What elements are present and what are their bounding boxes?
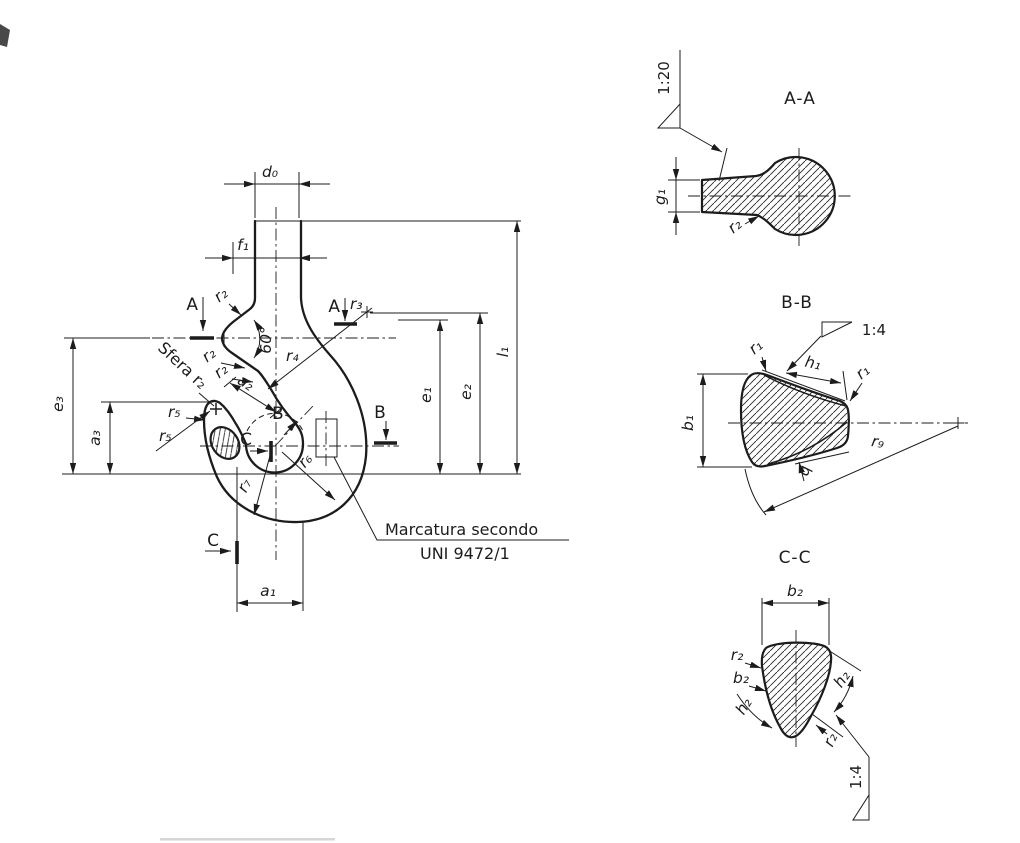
dim-r4: r₄ bbox=[267, 307, 373, 390]
dim-q: q bbox=[794, 451, 850, 482]
section-bb-title: B-B bbox=[781, 293, 813, 313]
cut-marker-c-upper: C bbox=[240, 430, 273, 462]
section-bb-top-inner-edge bbox=[763, 374, 847, 407]
dim-label-q: q bbox=[794, 463, 814, 477]
hook-outline bbox=[202, 219, 368, 524]
dim-label-r9: r₉ bbox=[870, 432, 886, 452]
marking-note-line1: Marcatura secondo bbox=[385, 520, 538, 539]
tip-center-mark bbox=[210, 403, 222, 415]
svg-text:r₆: r₆ bbox=[294, 450, 316, 471]
section-bb-bottom-inner-edge bbox=[767, 421, 848, 465]
dim-label-r3: r₃ bbox=[350, 295, 363, 313]
dim-r2-top: r₂ bbox=[210, 284, 242, 316]
main-view: d₀ f₁ l₁ e₂ e₁ e₃ bbox=[49, 163, 569, 612]
cut-marker-c-lower: C bbox=[205, 467, 239, 612]
cut-label-b-right: B bbox=[374, 403, 386, 423]
dim-label-a2: a₂ bbox=[234, 371, 257, 395]
r9-center-mark bbox=[952, 417, 964, 429]
svg-text:r₁: r₁ bbox=[852, 361, 873, 383]
dim-label-h1: h₁ bbox=[803, 353, 822, 374]
taper-symbol-14-bb: 1:4 bbox=[786, 321, 886, 372]
dim-d0: d₀ bbox=[224, 163, 330, 218]
scan-artifact-corner bbox=[0, 24, 10, 47]
svg-text:r₂: r₂ bbox=[724, 215, 745, 237]
dim-label-e2: e₂ bbox=[457, 384, 475, 400]
dim-label-a3: a₃ bbox=[86, 430, 104, 446]
scan-artifact-bottom bbox=[160, 838, 335, 841]
dim-f1: f₁ bbox=[205, 236, 327, 274]
dim-r2-cc-topleft: r₂ bbox=[731, 646, 762, 669]
section-cc: C-C b₂ r₂ b₂ h₂ h₂ r₂ bbox=[731, 548, 870, 821]
section-cc-title: C-C bbox=[779, 548, 812, 568]
dim-r1-right: r₁ bbox=[849, 361, 873, 402]
cut-label-b-center: B bbox=[272, 404, 284, 424]
dim-h2-left: h₂ bbox=[732, 693, 773, 729]
svg-text:r₂: r₂ bbox=[731, 646, 744, 664]
dim-r1-left: r₁ bbox=[745, 336, 767, 372]
section-cc-shape bbox=[760, 641, 833, 739]
taper-symbol-120: 1:20 bbox=[655, 50, 728, 182]
dim-r5-lower: r₅ bbox=[155, 410, 211, 452]
dim-e2: e₂ bbox=[370, 312, 488, 474]
svg-text:h₂: h₂ bbox=[732, 695, 756, 718]
dim-e3: e₃ bbox=[49, 337, 150, 474]
svg-text:r₅: r₅ bbox=[168, 403, 181, 421]
dim-label-b2-top: b₂ bbox=[787, 582, 803, 600]
svg-text:r₂: r₂ bbox=[210, 284, 231, 306]
sfera-label: Sfera r₂ bbox=[154, 338, 211, 393]
dim-a1: a₁ bbox=[237, 522, 304, 611]
dim-label-g1: g₁ bbox=[651, 189, 669, 205]
dim-label-f1: f₁ bbox=[237, 236, 249, 254]
section-aa-centerlines bbox=[688, 148, 853, 246]
cut-label-a-right: A bbox=[328, 297, 340, 317]
dim-b2-left: b₂ bbox=[733, 669, 767, 692]
dim-label-a1: a₁ bbox=[260, 582, 276, 600]
cut-label-a-left: A bbox=[186, 295, 198, 315]
taper-label-120: 1:20 bbox=[655, 61, 673, 95]
section-bb-shape bbox=[739, 372, 850, 468]
dim-label-l1: l₁ bbox=[494, 347, 512, 358]
cut-marker-b-right: B bbox=[374, 403, 397, 445]
dim-a3: a₃ bbox=[86, 401, 213, 474]
dim-h1: h₁ bbox=[785, 353, 848, 401]
taper-label-14-cc: 1:4 bbox=[847, 765, 865, 789]
taper-label-14-bb: 1:4 bbox=[862, 321, 886, 339]
marking-box bbox=[315, 418, 338, 458]
svg-text:h₂: h₂ bbox=[830, 667, 854, 690]
dim-r2-aa: r₂ bbox=[724, 215, 760, 237]
taper-symbol-14-cc: 1:4 bbox=[835, 714, 870, 821]
section-bb-taper-line bbox=[761, 369, 846, 402]
dim-label-b1: b₁ bbox=[679, 415, 697, 431]
section-aa-title: A-A bbox=[784, 89, 816, 109]
cut-label-c-upper: C bbox=[240, 430, 252, 450]
dim-label-e3: e₃ bbox=[49, 396, 67, 412]
tip-section-hatched bbox=[209, 426, 241, 460]
svg-text:r₅: r₅ bbox=[159, 427, 172, 445]
cut-label-c-lower: C bbox=[207, 531, 219, 551]
dim-label-d0: d₀ bbox=[262, 163, 278, 181]
cut-marker-a-left: A bbox=[186, 295, 214, 340]
dim-label-r4: r₄ bbox=[286, 347, 299, 365]
dim-e1: e₁ bbox=[398, 319, 448, 474]
dim-l1: l₁ bbox=[494, 221, 521, 474]
cut-marker-a-right: A r₃ bbox=[328, 295, 373, 326]
cut-marker-b-center: B bbox=[272, 404, 298, 436]
marking-note-line2: UNI 9472/1 bbox=[420, 544, 510, 563]
dim-b1: b₁ bbox=[679, 373, 752, 468]
svg-text:r₁: r₁ bbox=[745, 336, 766, 358]
section-aa: A-A g₁ r₂ 1:20 bbox=[651, 50, 853, 246]
marking-area: Marcatura secondo UNI 9472/1 bbox=[315, 411, 569, 563]
dim-b2-top: b₂ bbox=[761, 582, 830, 645]
section-bb: B-B b₁ h₁ r₁ r₁ q bbox=[679, 293, 968, 516]
dim-label-e1: e₁ bbox=[417, 387, 435, 403]
dim-r9: r₉ bbox=[744, 425, 959, 516]
dim-g1: g₁ bbox=[651, 157, 700, 235]
dim-r2-cc-bottomright: r₂ bbox=[815, 724, 841, 749]
dim-label-60deg: 60° bbox=[257, 326, 275, 353]
dim-angle-60: 60° bbox=[253, 319, 275, 359]
dim-label-b2-left: b₂ bbox=[733, 669, 749, 687]
svg-text:r₂: r₂ bbox=[210, 360, 231, 382]
